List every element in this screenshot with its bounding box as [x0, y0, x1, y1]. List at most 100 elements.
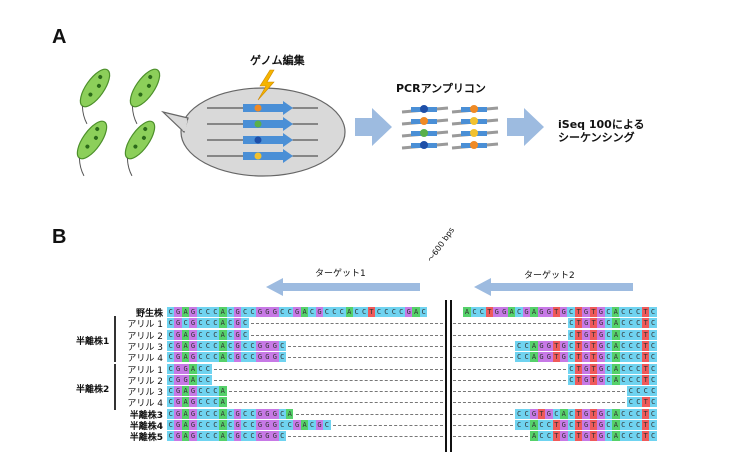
nucleotide-C: C	[619, 420, 627, 430]
nucleotide-C: C	[567, 363, 576, 374]
nucleotide-C: C	[196, 386, 205, 397]
nucleotide-G: G	[189, 318, 197, 329]
separator-line-left	[445, 300, 447, 452]
nucleotide-C: C	[196, 408, 205, 419]
nucleotide-T: T	[575, 329, 583, 340]
nucleotide-C: C	[241, 329, 249, 340]
nucleotide-A: A	[463, 307, 471, 317]
nucleotide-G: G	[315, 307, 324, 317]
deletion-gap	[288, 436, 443, 438]
nucleotide-A: A	[181, 431, 190, 442]
nucleotide-G: G	[263, 431, 272, 442]
hemi2-label: 半離株2	[76, 385, 110, 395]
nucleotide-A: A	[181, 307, 190, 317]
nucleotide-C: C	[604, 363, 613, 374]
nucleotide-C: C	[627, 431, 635, 442]
nucleotide-T: T	[641, 329, 650, 340]
nucleotide-C: C	[167, 318, 175, 329]
nucleotide-A: A	[181, 352, 190, 363]
nucleotide-C: C	[196, 374, 205, 385]
nucleotide-T: T	[575, 318, 583, 329]
nucleotide-T: T	[641, 374, 650, 385]
nucleotide-G: G	[174, 397, 182, 408]
deletion-gap	[453, 323, 566, 325]
nucleotide-G: G	[263, 420, 272, 430]
nucleotide-C: C	[634, 431, 642, 442]
nucleotide-C: C	[634, 307, 642, 317]
nucleotide-G: G	[560, 431, 568, 442]
nucleotide-A: A	[219, 329, 227, 340]
nucleotide-G: G	[530, 408, 538, 419]
nucleotide-C: C	[567, 374, 576, 385]
nucleotide-G: G	[233, 431, 242, 442]
nucleotide-G: G	[189, 307, 197, 317]
deletion-gap	[250, 323, 443, 325]
nucleotide-A: A	[219, 408, 227, 419]
nucleotide-C: C	[567, 307, 575, 317]
nucleotide-A: A	[612, 329, 620, 340]
nucleotide-C: C	[204, 329, 212, 340]
nucleotide-G: G	[582, 374, 590, 385]
nucleotide-C: C	[286, 420, 294, 430]
deletion-gap	[453, 391, 626, 393]
nucleotide-C: C	[634, 386, 643, 397]
nucleotide-T: T	[589, 329, 598, 340]
nucleotide-G: G	[493, 307, 501, 317]
nucleotide-G: G	[174, 352, 182, 363]
nucleotide-C: C	[226, 352, 234, 363]
nucleotide-C: C	[204, 431, 212, 442]
nucleotide-C: C	[167, 307, 175, 317]
hemi1-label: 半離株1	[76, 337, 110, 347]
deletion-gap	[288, 345, 443, 348]
nucleotide-G: G	[174, 374, 182, 385]
nucleotide-C: C	[619, 340, 627, 351]
nucleotide-A: A	[412, 307, 420, 317]
nucleotide-C: C	[634, 363, 642, 374]
nucleotide-C: C	[278, 340, 286, 351]
nucleotide-C: C	[604, 340, 613, 351]
row-label: アリル 3	[127, 388, 163, 399]
nucleotide-C: C	[470, 307, 479, 317]
nucleotide-G: G	[582, 307, 590, 317]
nucleotide-T: T	[589, 307, 598, 317]
nucleotide-C: C	[167, 329, 175, 340]
row-label: 半離株4	[129, 422, 163, 432]
paramecium-cells	[76, 68, 161, 177]
nucleotide-G: G	[189, 420, 197, 430]
nucleotide-C: C	[211, 431, 220, 442]
deletion-gap	[228, 391, 443, 393]
nucleotide-T: T	[552, 420, 561, 430]
nucleotide-G: G	[174, 340, 182, 351]
nucleotide-C: C	[360, 307, 368, 317]
iseq-label-line2: シーケンシング	[558, 131, 635, 144]
nucleotide-C: C	[634, 329, 642, 340]
nucleotide-G: G	[597, 318, 605, 329]
nucleotide-C: C	[522, 352, 531, 363]
nucleotide-G: G	[597, 352, 605, 363]
nucleotide-G: G	[174, 363, 182, 374]
deletion-gap	[250, 334, 443, 337]
nucleotide-G: G	[233, 329, 242, 340]
nucleotide-C: C	[323, 307, 331, 317]
nucleotide-G: G	[189, 397, 197, 408]
nucleotide-G: G	[256, 352, 264, 363]
nucleotide-G: G	[263, 352, 272, 363]
nucleotide-A: A	[181, 408, 190, 419]
nucleotide-C: C	[211, 420, 220, 430]
nucleotide-G: G	[545, 340, 553, 351]
nucleotide-T: T	[552, 340, 561, 351]
nucleotide-T: T	[589, 374, 598, 385]
nucleotide-C: C	[627, 318, 635, 329]
nucleotide-G: G	[233, 408, 242, 419]
nucleotide-G: G	[271, 431, 279, 442]
nucleotide-A: A	[219, 318, 227, 329]
nucleotide-C: C	[278, 420, 286, 430]
